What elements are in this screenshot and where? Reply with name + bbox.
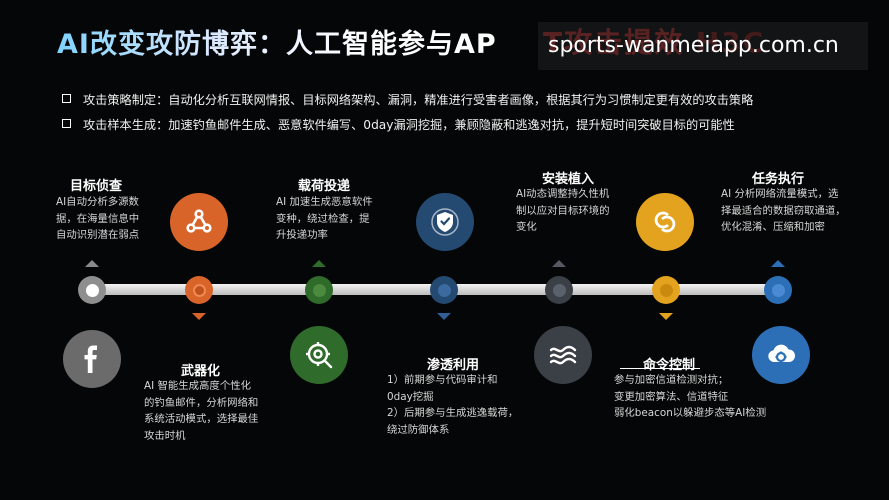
bullet-strategy: 攻击策略制定：自动化分析互联网情报、目标网络架构、漏洞，精准进行受害者画像，根据… xyxy=(62,86,862,111)
stage-desc-weapon: AI 智能生成高度个性化的钓鱼邮件，分析网络和系统活动模式，选择最佳攻击时机 xyxy=(144,380,259,442)
bullet-square-icon xyxy=(62,119,71,128)
stage-desc-delivery: AI 加速生成恶意软件变种，绕过检查，提升投递功率 xyxy=(276,196,373,241)
timeline-node-delivery xyxy=(305,276,333,304)
pointer-up-recon xyxy=(85,260,99,267)
cloud-gear-icon xyxy=(752,326,810,384)
pointer-down-weapon xyxy=(192,313,206,320)
watermark-box xyxy=(538,22,868,70)
pointer-down-c2 xyxy=(659,313,673,320)
timeline-node-recon xyxy=(78,276,106,304)
timeline-node-action xyxy=(764,276,792,304)
stage-desc-install: AI动态调整持久性机制以应对目标环境的变化 xyxy=(516,188,610,233)
title-underline xyxy=(620,368,700,369)
stage-desc-recon: AI自动分析多源数据，在海量信息中自动识别潜在弱点 xyxy=(56,196,140,241)
webhook-icon xyxy=(170,193,228,251)
shield-icon xyxy=(416,193,474,251)
stage-title-delivery: 载荷投递 xyxy=(298,179,351,194)
pointer-down-exploit xyxy=(437,313,451,320)
stage-title-weapon: 武器化 xyxy=(181,364,221,379)
stage-title-c2: 命令控制 xyxy=(643,358,696,373)
bullet-text: 攻击策略制定：自动化分析互联网情报、目标网络架构、漏洞，精准进行受害者画像，根据… xyxy=(83,92,754,107)
page-title: AI改变攻防博弈：人工智能参与AP xyxy=(57,22,497,61)
stage-title-action: 任务执行 xyxy=(752,172,805,187)
bullet-square-icon xyxy=(62,94,71,103)
stage-desc-action: AI 分析网络流量模式，选择最适合的数据窃取通道，优化混淆、压缩和加密 xyxy=(721,188,846,233)
timeline-node-exploit xyxy=(430,276,458,304)
timeline-node-weapon xyxy=(185,276,213,304)
timeline-node-install xyxy=(545,276,573,304)
bullet-list: 攻击策略制定：自动化分析互联网情报、目标网络架构、漏洞，精准进行受害者画像，根据… xyxy=(62,86,862,136)
pointer-up-action xyxy=(771,260,785,267)
stage-title-install: 安装植入 xyxy=(542,172,595,187)
stage-title-exploit: 渗透利用 xyxy=(427,358,480,373)
stage-title-recon: 目标侦查 xyxy=(70,179,123,194)
wind-waves-icon xyxy=(534,326,592,384)
stage-desc-c2: 参与加密信道检测对抗；变更加密算法、信道特征弱化beacon以躲避步态等AI检测 xyxy=(614,374,767,419)
link-rings-icon xyxy=(636,193,694,251)
pointer-up-install xyxy=(552,260,566,267)
watermark-ghost-text: T攻击提效 H3C xyxy=(543,26,766,59)
pointer-up-delivery xyxy=(312,260,326,267)
timeline-node-c2 xyxy=(652,276,680,304)
facebook-icon xyxy=(63,330,121,388)
watermark-site: sports-wanmeiapp.com.cn xyxy=(548,33,839,58)
bullet-sample: 攻击样本生成：加速钓鱼邮件生成、恶意软件编写、0day漏洞挖掘，兼顾隐蔽和逃逸对… xyxy=(62,111,862,136)
target-scan-icon xyxy=(290,326,348,384)
bullet-text: 攻击样本生成：加速钓鱼邮件生成、恶意软件编写、0day漏洞挖掘，兼顾隐蔽和逃逸对… xyxy=(83,117,735,132)
